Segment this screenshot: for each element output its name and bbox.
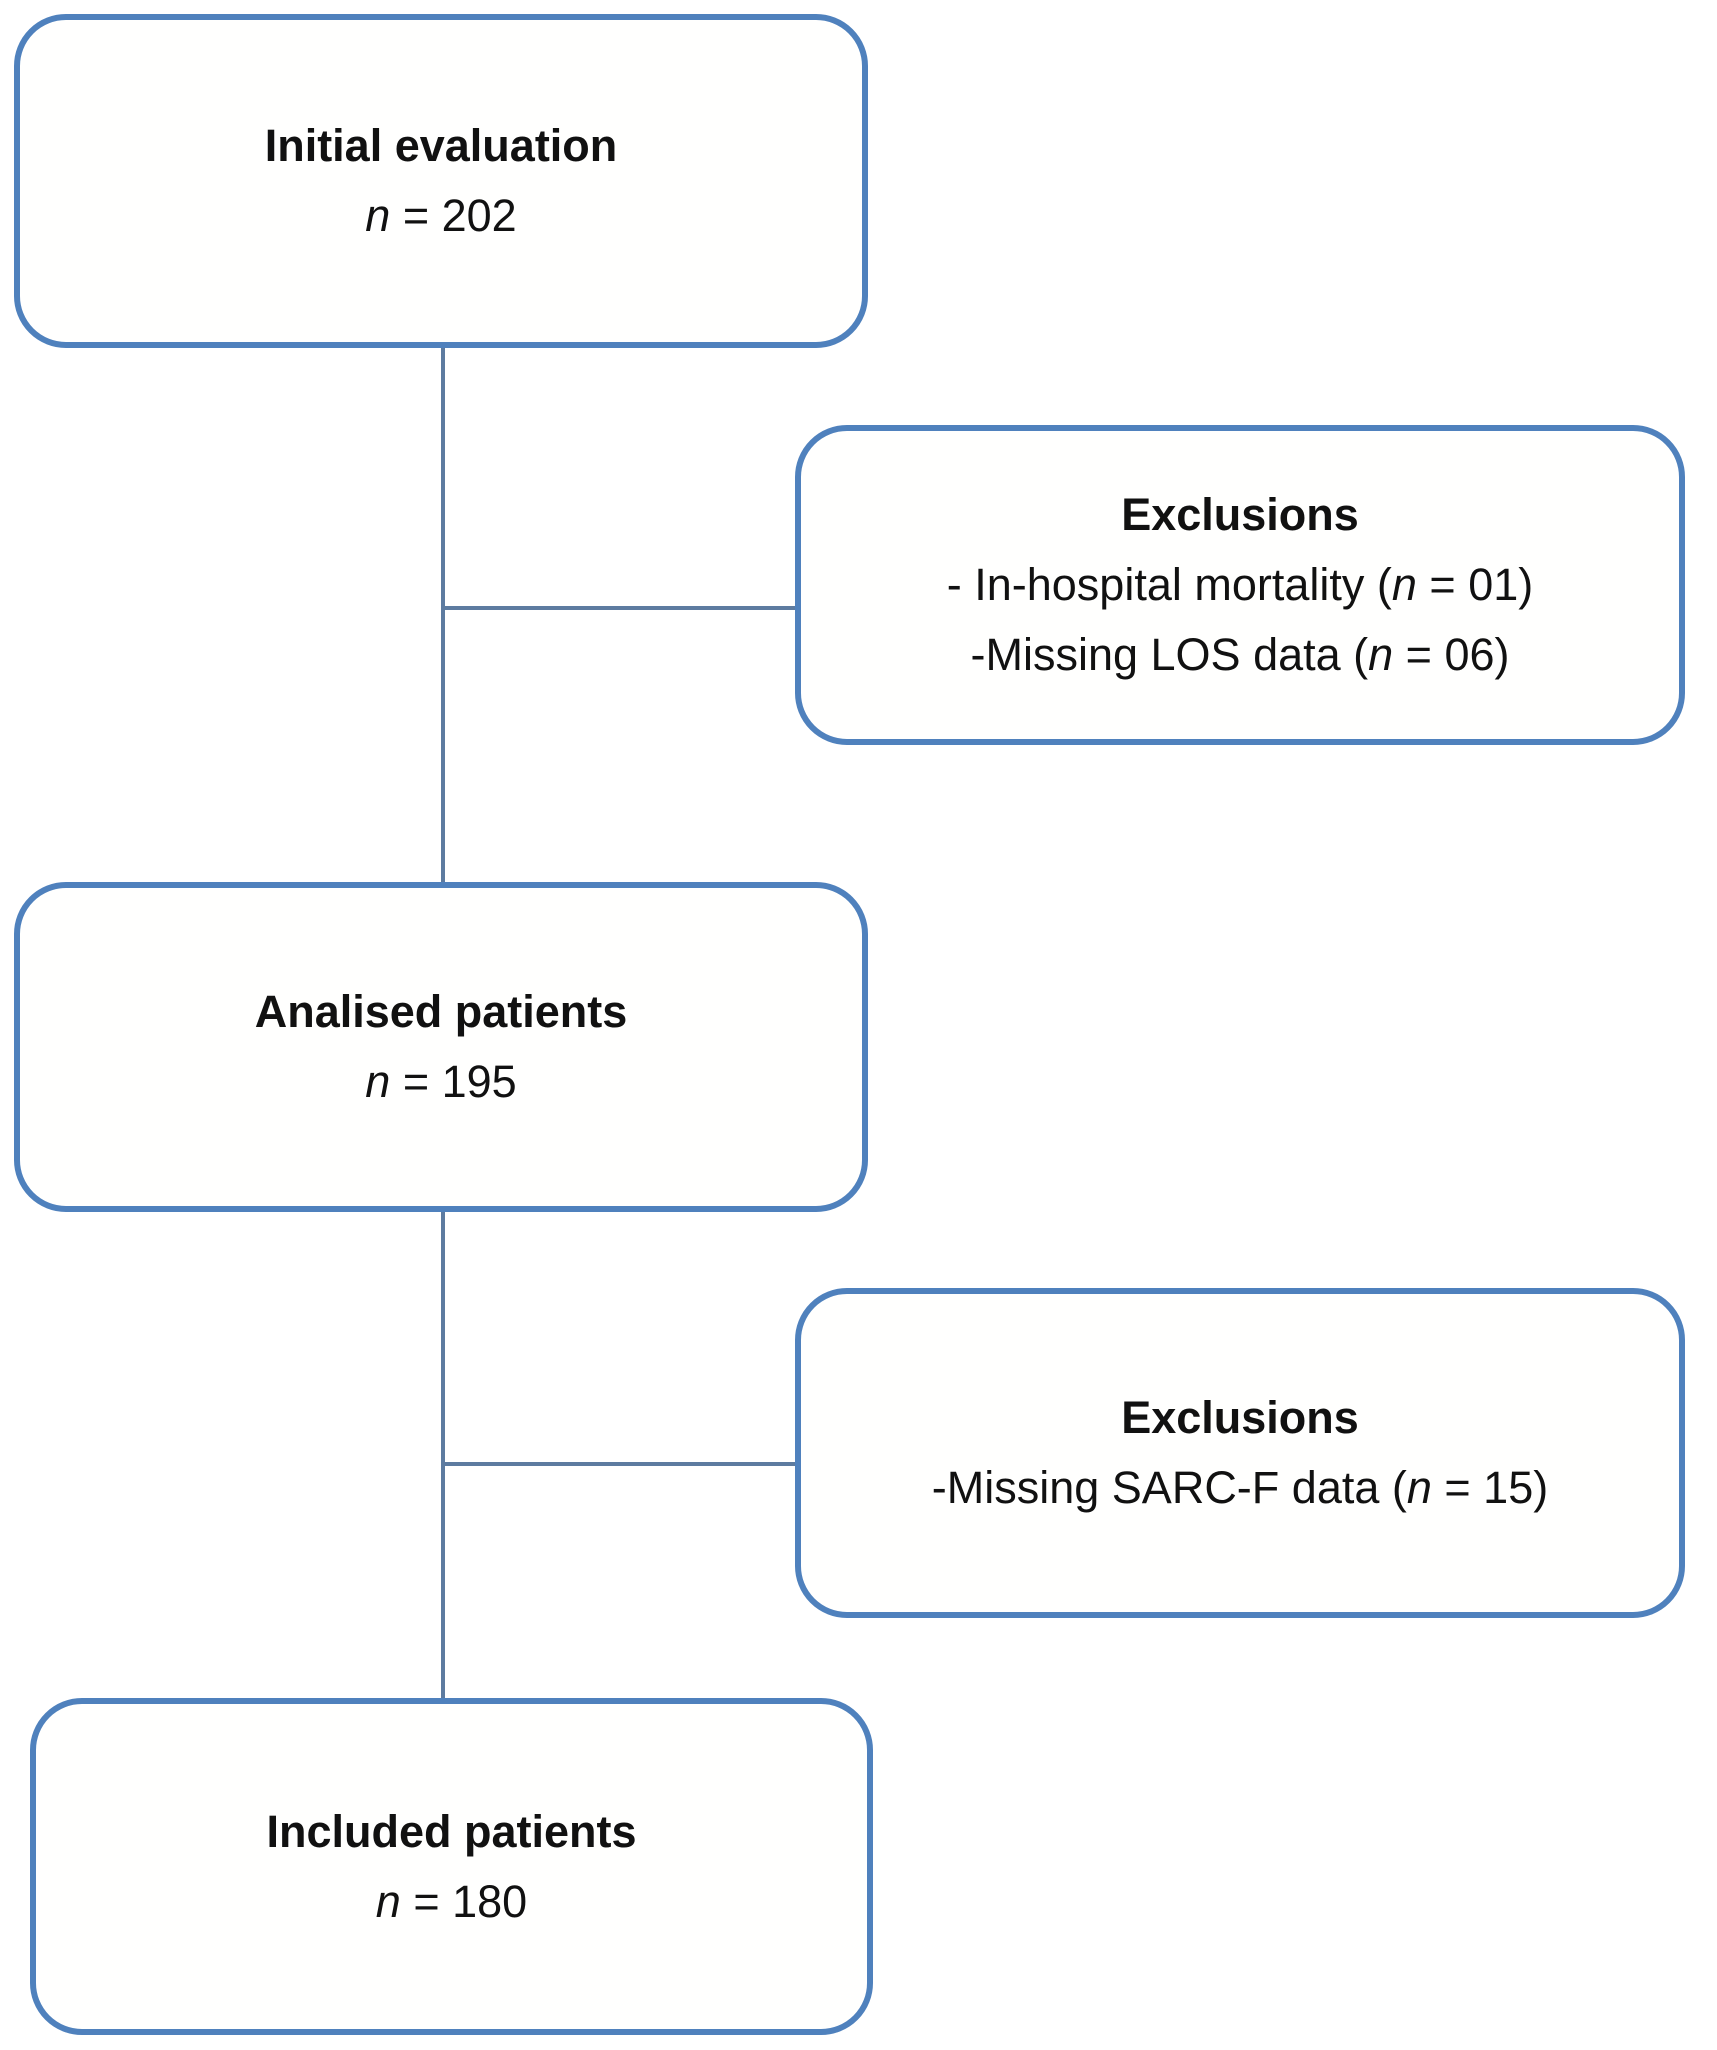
box-text-line: -Missing LOS data (n = 06) xyxy=(971,620,1510,690)
box-analised-patients: Analised patients n = 195 xyxy=(14,882,868,1212)
box-exclusions-2: Exclusions -Missing SARC-F data (n = 15) xyxy=(795,1288,1685,1618)
box-title-line: Included patients xyxy=(266,1797,636,1867)
text-segment: -Missing SARC-F data ( xyxy=(931,1462,1407,1513)
box-initial-evaluation: Initial evaluation n = 202 xyxy=(14,14,868,348)
connector-branch-exclusions-2 xyxy=(443,1462,795,1466)
text-segment: = 06) xyxy=(1393,628,1510,680)
text-segment: Analised patients xyxy=(254,986,628,1038)
italic-n: n xyxy=(1368,628,1394,680)
connector-line-analysed-to-included xyxy=(441,1212,445,1698)
box-exclusions-1: Exclusions- In-hospital mortality (n = 0… xyxy=(795,425,1685,745)
italic-n: n xyxy=(1406,1462,1432,1513)
box-text-line: n = 195 xyxy=(365,1047,516,1117)
connector-line-initial-to-analysed xyxy=(441,348,445,882)
italic-n: n xyxy=(1391,559,1417,611)
text-segment: Exclusions xyxy=(1121,489,1359,541)
box-included-patients: Included patients n = 180 xyxy=(30,1698,873,2035)
text-segment: = 195 xyxy=(390,1056,517,1107)
box-title-line: Exclusions xyxy=(1121,1383,1359,1453)
box-text-line: n = 202 xyxy=(365,181,516,251)
text-segment: Exclusions xyxy=(1121,1392,1359,1444)
box-title-line: Initial evaluation xyxy=(265,111,618,181)
italic-n: n xyxy=(365,1056,391,1107)
box-title-line: Exclusions xyxy=(1121,480,1359,550)
text-segment: = 15) xyxy=(1431,1462,1549,1513)
text-segment: = 01) xyxy=(1416,559,1534,611)
box-title-line: Analised patients xyxy=(255,977,628,1047)
connector-branch-exclusions-1 xyxy=(443,606,795,610)
text-segment: -Missing LOS data ( xyxy=(970,628,1369,680)
text-segment: Included patients xyxy=(266,1805,637,1857)
text-segment: = 180 xyxy=(400,1875,528,1927)
box-text-line: -Missing SARC-F data (n = 15) xyxy=(932,1453,1548,1523)
text-segment: - In-hospital mortality ( xyxy=(946,559,1392,611)
italic-n: n xyxy=(375,1875,401,1927)
text-segment: Initial evaluation xyxy=(264,120,618,172)
box-text-line: - In-hospital mortality (n = 01) xyxy=(947,550,1533,620)
text-segment: = 202 xyxy=(390,190,517,241)
italic-n: n xyxy=(365,190,391,241)
box-text-line: n = 180 xyxy=(376,1867,527,1937)
